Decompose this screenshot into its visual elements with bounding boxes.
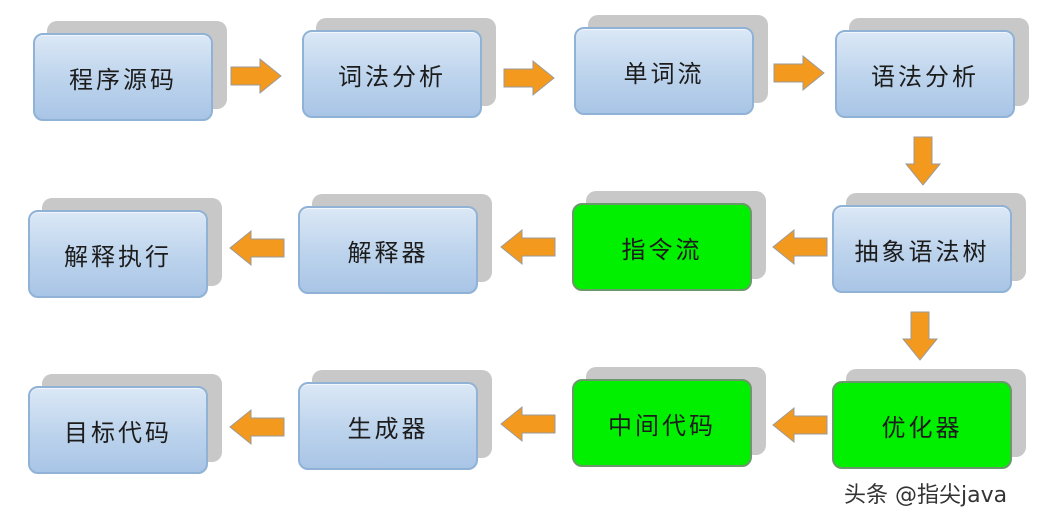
node-label: 优化器 [832,381,1012,469]
node-label: 单词流 [574,27,754,115]
node-label: 解释器 [298,206,478,294]
arrow-down-icon [904,136,942,186]
node-label: 中间代码 [572,379,752,467]
node-label: 解释执行 [28,210,208,298]
node-label: 生成器 [298,382,478,470]
node-interpreter: 解释器 [298,194,492,294]
node-label: 词法分析 [302,30,482,118]
node-source-code: 程序源码 [33,21,227,121]
arrow-right-icon [773,54,825,92]
arrow-left-icon [500,228,556,266]
node-label: 抽象语法树 [832,205,1012,293]
node-lexical-analysis: 词法分析 [302,18,496,118]
watermark-text: 头条 @指尖java [844,483,1008,508]
arrow-down-icon [901,311,939,361]
node-syntax-analysis: 语法分析 [835,18,1029,118]
arrow-left-icon [500,405,556,443]
node-instruction-stream: 指令流 [572,191,766,291]
node-generator: 生成器 [298,370,492,470]
node-token-stream: 单词流 [574,15,768,115]
node-optimizer: 优化器 [832,369,1026,469]
arrow-left-icon [229,229,285,267]
node-label: 程序源码 [33,33,213,121]
node-intermediate-code: 中间代码 [572,367,766,467]
node-label: 语法分析 [835,30,1015,118]
arrow-right-icon [230,57,282,95]
node-label: 目标代码 [28,386,208,474]
node-ast: 抽象语法树 [832,193,1026,293]
node-label: 指令流 [572,203,752,291]
node-target-code: 目标代码 [28,374,222,474]
node-interpret-execute: 解释执行 [28,198,222,298]
arrow-left-icon [772,406,828,444]
arrow-right-icon [503,59,555,97]
arrow-left-icon [772,228,828,266]
arrow-left-icon [229,408,285,446]
